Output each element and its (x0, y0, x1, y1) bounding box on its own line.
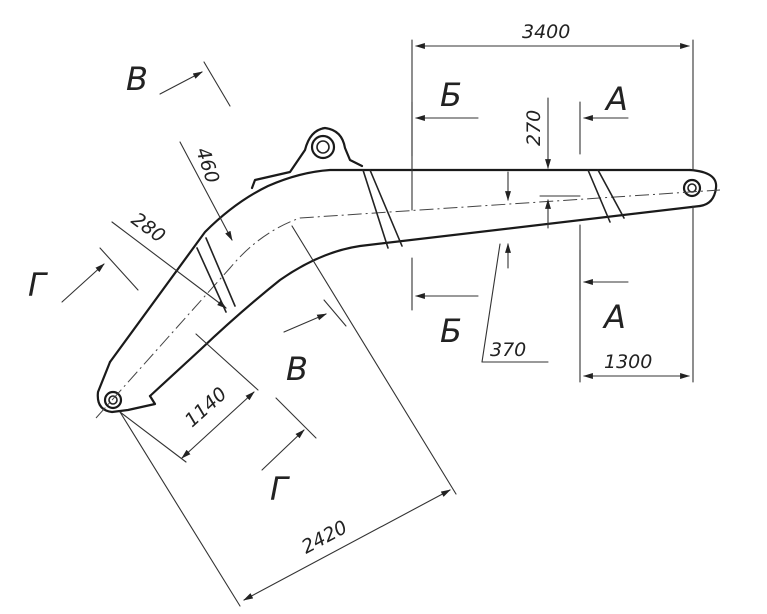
dim-1300: 1300 (579, 205, 694, 383)
section-g-bottom-label: Г (270, 470, 290, 508)
dim-1140-label: 1140 (181, 383, 232, 432)
section-b-top-label: Б (440, 76, 462, 114)
section-bands (196, 169, 625, 313)
dim-3400-label: 3400 (522, 21, 570, 43)
boom-outline (96, 126, 718, 414)
section-v-top-label: В (126, 60, 148, 98)
top-lug-pin-icon (310, 134, 336, 160)
section-b-marks: Б Б (411, 76, 479, 350)
dim-460-label: 460 (191, 145, 223, 186)
tip-pin-inner-icon (687, 183, 697, 193)
dim-370-label: 370 (490, 339, 526, 361)
dim-280: 280 (111, 208, 227, 309)
dim-1300-label: 1300 (604, 351, 652, 373)
foot-pin-icon (103, 390, 123, 410)
dim-2420: 2420 (119, 225, 457, 607)
dim-280-label: 280 (127, 208, 169, 247)
section-a-bottom-label: А (602, 298, 626, 336)
section-g-top-label: Г (28, 266, 48, 304)
section-a-top-label: А (604, 80, 628, 118)
foot-pin-inner-icon (108, 395, 118, 405)
top-lug-pin-inner-icon (316, 140, 330, 154)
dim-2420-label: 2420 (298, 516, 351, 558)
tip-pin-icon (682, 178, 702, 198)
dim-460: 460 (179, 141, 233, 241)
dim-3400: 3400 (411, 21, 694, 211)
section-b-bottom-label: Б (440, 312, 462, 350)
section-v-bottom-label: В (286, 350, 308, 388)
boom-centerline (95, 189, 721, 419)
dim-270: 270 (523, 97, 581, 229)
dim-1140: 1140 (119, 333, 259, 463)
section-g-marks: Г Г (28, 247, 317, 508)
section-v-marks: В В (126, 60, 347, 388)
dim-370: 370 (481, 171, 549, 363)
section-a-marks: А А (579, 80, 629, 336)
dim-270-label: 270 (523, 110, 545, 146)
